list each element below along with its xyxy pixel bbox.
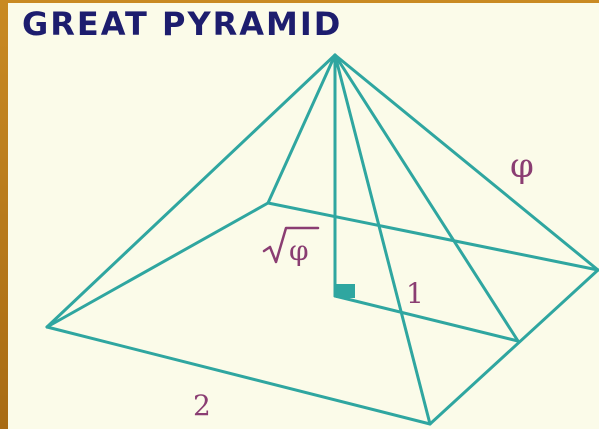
lateral-edge-front	[333, 53, 432, 426]
label-two: 2	[193, 389, 211, 422]
right-angle-marker	[336, 284, 355, 298]
lateral-edge-right	[333, 53, 599, 272]
label-sqrt-phi: φ	[262, 226, 320, 267]
lateral-edge-back	[266, 53, 337, 205]
base-edge-front-left	[45, 325, 432, 426]
base-edge-back-left	[45, 201, 270, 329]
label-phi: φ	[510, 146, 534, 186]
slant-height-line	[333, 53, 520, 343]
base-edge-back-right	[266, 201, 599, 272]
half-base-line	[333, 294, 520, 343]
lateral-edge-left	[45, 53, 337, 329]
radical-sign-icon	[262, 226, 320, 264]
base-edge-front-right	[428, 268, 599, 426]
label-one: 1	[406, 277, 424, 310]
label-sqrt-phi-radicand: φ	[289, 234, 309, 267]
diagram-title: GREAT PYRAMID	[22, 5, 343, 43]
